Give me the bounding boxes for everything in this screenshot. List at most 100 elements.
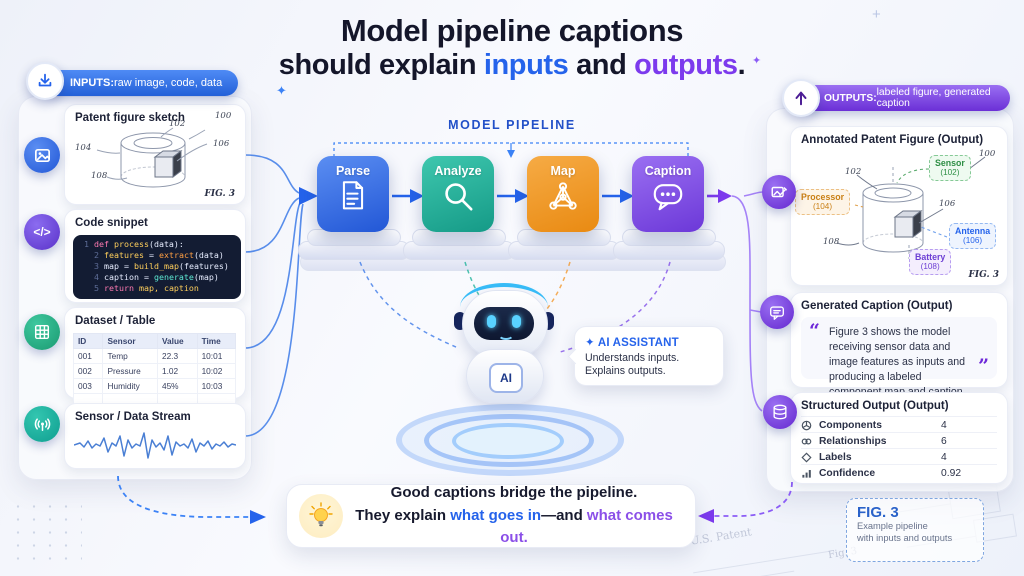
close-quote: ” (978, 355, 989, 377)
generated-caption-card: Generated Caption (Output) “ Figure 3 sh… (790, 292, 1008, 413)
annotated-image-icon (762, 175, 796, 209)
ai-assistant-line1: Understands inputs. (585, 352, 680, 364)
magnifier-icon (445, 183, 473, 211)
sparkle-icon: ✦ (585, 335, 595, 349)
fig-label: FIG. 3 (968, 270, 1000, 280)
database-icon (763, 395, 797, 429)
fig-note-line2: with inputs and outputs (857, 532, 953, 543)
callout-processor: Processor(104) (795, 189, 851, 215)
ref-100: 100 (979, 149, 996, 159)
th-value: Value (156, 333, 198, 349)
fig-note: FIG. 3 Example pipeline with inputs and … (846, 498, 984, 562)
caption-quote-box: “ Figure 3 shows the model receiving sen… (801, 317, 997, 413)
ref-106: 106 (939, 199, 956, 209)
title-period: . (737, 48, 746, 81)
components-icon (801, 420, 812, 430)
callout-battery: Battery(108) (909, 249, 952, 275)
stage-parse-label: Parse (335, 164, 371, 178)
table-icon (24, 314, 60, 350)
image-icon (24, 137, 60, 173)
stage-caption: Caption (632, 156, 704, 232)
robot-eye-left (487, 315, 496, 328)
fig-note-title: FIG. 3 (857, 504, 899, 521)
ai-assistant-title-text: AI ASSISTANT (597, 337, 679, 349)
footer-callout: Good captions bridge the pipeline. They … (286, 484, 696, 548)
ref-106: 106 (213, 139, 230, 149)
footer-comes-out: what comes out. (500, 506, 673, 547)
patent-sketch-drawing (96, 127, 208, 188)
page-title: Model pipeline captions should explain i… (250, 13, 774, 81)
table-header-row: ID Sensor Value Time (72, 333, 237, 349)
stage-map-label: Map (550, 164, 576, 178)
robot-ai-badge: AI (489, 363, 523, 393)
title-line1: Model pipeline captions (340, 13, 684, 48)
ref-108: 108 (823, 237, 840, 247)
robot-headband (460, 283, 548, 331)
patent-card-title: Patent figure sketch (75, 112, 185, 124)
footer-goes-in: what goes in (450, 506, 542, 524)
title-and-word: and (568, 48, 635, 81)
ai-assistant-title: ✦ AI ASSISTANT (585, 335, 713, 349)
table-card-title: Dataset / Table (75, 315, 156, 327)
footer-line2: They explain what goes in—and what comes… (355, 506, 673, 547)
speech-bubble-icon (653, 184, 683, 211)
annotated-figure-card: Annotated Patent Figure (Output) (790, 126, 1008, 286)
outputs-header-detail: labeled figure, generated caption (876, 87, 991, 109)
diamond-icon (801, 451, 812, 463)
outputs-header-label: OUTPUTS: (824, 92, 877, 104)
title-line2-prefix: should explain (278, 48, 484, 81)
plus-decoration: + (872, 6, 881, 23)
robot-smile (498, 329, 514, 340)
caption-card-title: Generated Caption (Output) (801, 300, 953, 312)
sensor-stream-card: Sensor / Data Stream (64, 403, 246, 469)
annotated-sketch-drawing (836, 156, 986, 259)
stage-map: Map (527, 156, 599, 232)
title-outputs-word: outputs (634, 48, 738, 81)
fig-note-line1: Example pipeline (857, 521, 928, 531)
pipeline-label: MODEL PIPELINE (448, 118, 576, 132)
stage-analyze: Analyze (422, 156, 494, 232)
network-graph-icon (549, 182, 577, 210)
annotated-card-title: Annotated Patent Figure (Output) (801, 134, 984, 146)
watermark-us-patent: U.S. Patent (689, 525, 753, 548)
dot-grid-decoration (10, 500, 82, 562)
ai-assistant-card: ✦ AI ASSISTANT Understands inputs. Expla… (574, 326, 724, 386)
robot-eye-right (512, 315, 521, 328)
ai-assistant-line2: Explains outputs. (585, 365, 666, 377)
th-sensor: Sensor (102, 333, 158, 349)
download-icon (26, 62, 64, 100)
patent-sketch-card: Patent figure sketch (64, 104, 246, 205)
link-icon (801, 438, 812, 444)
footer-text: Good captions bridge the pipeline. They … (343, 482, 695, 550)
sparkle-icon: ✦ (276, 84, 287, 99)
ref-102: 102 (169, 119, 186, 129)
waveform (74, 432, 236, 459)
caption-bubble-icon (760, 295, 794, 329)
bars-icon (802, 469, 811, 478)
fig-label: FIG. 3 (204, 189, 236, 199)
stage-parse: Parse (317, 156, 389, 232)
stage-caption-label: Caption (644, 164, 692, 178)
code-icon: </> (24, 214, 60, 250)
title-line2: should explain inputs and outputs. (250, 49, 774, 81)
callout-sensor: Sensor(102) (929, 155, 971, 181)
footer-line1: Good captions bridge the pipeline. (390, 484, 638, 502)
open-quote: “ (809, 320, 820, 342)
signal-icon (24, 406, 60, 442)
robot-base-ring-middle (424, 414, 594, 467)
